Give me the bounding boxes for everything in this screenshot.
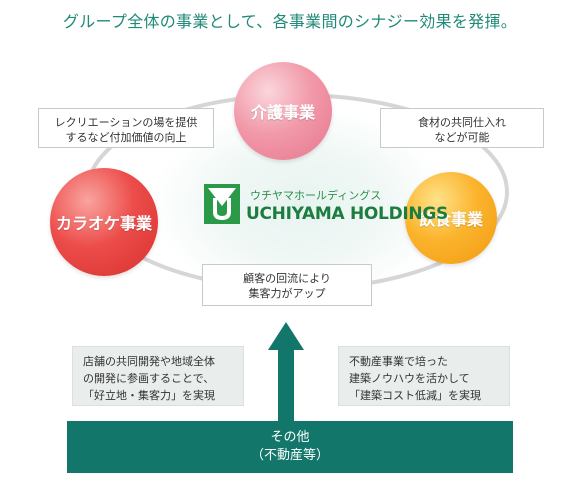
logo-mark-icon [204, 184, 240, 224]
note-line: 店舗の共同開発や地域全体 [83, 355, 215, 368]
logo-kana-text: ウチヤマホールディングス [250, 189, 382, 202]
other-note-right: 不動産事業で培った 建築ノウハウを活かして 「建築コスト低減」を実現 [338, 346, 510, 406]
logo-english-text: UCHIYAMA HOLDINGS [246, 204, 448, 224]
synergy-note-karaoke-care: レクリエーションの場を提供 するなど付加価値の向上 [38, 108, 214, 148]
note-line: 「建築コスト低減」を実現 [349, 389, 481, 402]
other-note-left: 店舗の共同開発や地域全体 の開発に参画することで、 「好立地・集客力」を実現 [72, 346, 244, 406]
note-line: 顧客の回流により [243, 272, 331, 285]
other-business-bar: その他 （不動産等） [67, 421, 513, 473]
uchiyama-holdings-logo: ウチヤマホールディングス UCHIYAMA HOLDINGS [204, 184, 448, 232]
note-line: 不動産事業で培った [349, 355, 448, 368]
headline: グループ全体の事業として、各事業間のシナジー効果を発揮。 [62, 12, 518, 31]
note-line: 「好立地・集客力」を実現 [83, 389, 215, 402]
other-business-subtitle: （不動産等） [250, 448, 329, 463]
other-business-title: その他 [270, 430, 310, 445]
karaoke-business-bubble: カラオケ事業 [50, 168, 158, 276]
note-line: レクリエーションの場を提供 [54, 116, 198, 129]
note-line: するなど付加価値の向上 [65, 131, 187, 144]
note-line: 食材の共同仕入れ [418, 116, 506, 129]
note-line: 建築ノウハウを活かして [349, 372, 470, 385]
care-business-bubble: 介護事業 [234, 62, 332, 160]
synergy-note-karaoke-food: 顧客の回流により 集客力がアップ [202, 264, 372, 306]
food-business-bubble: 飲食事業 [405, 172, 497, 264]
note-line: などが可能 [434, 131, 490, 144]
synergy-note-care-food: 食材の共同仕入れ などが可能 [380, 108, 544, 148]
note-line: の開発に参画することで、 [83, 372, 215, 385]
note-line: 集客力がアップ [248, 287, 326, 300]
up-arrow-icon [268, 322, 304, 432]
